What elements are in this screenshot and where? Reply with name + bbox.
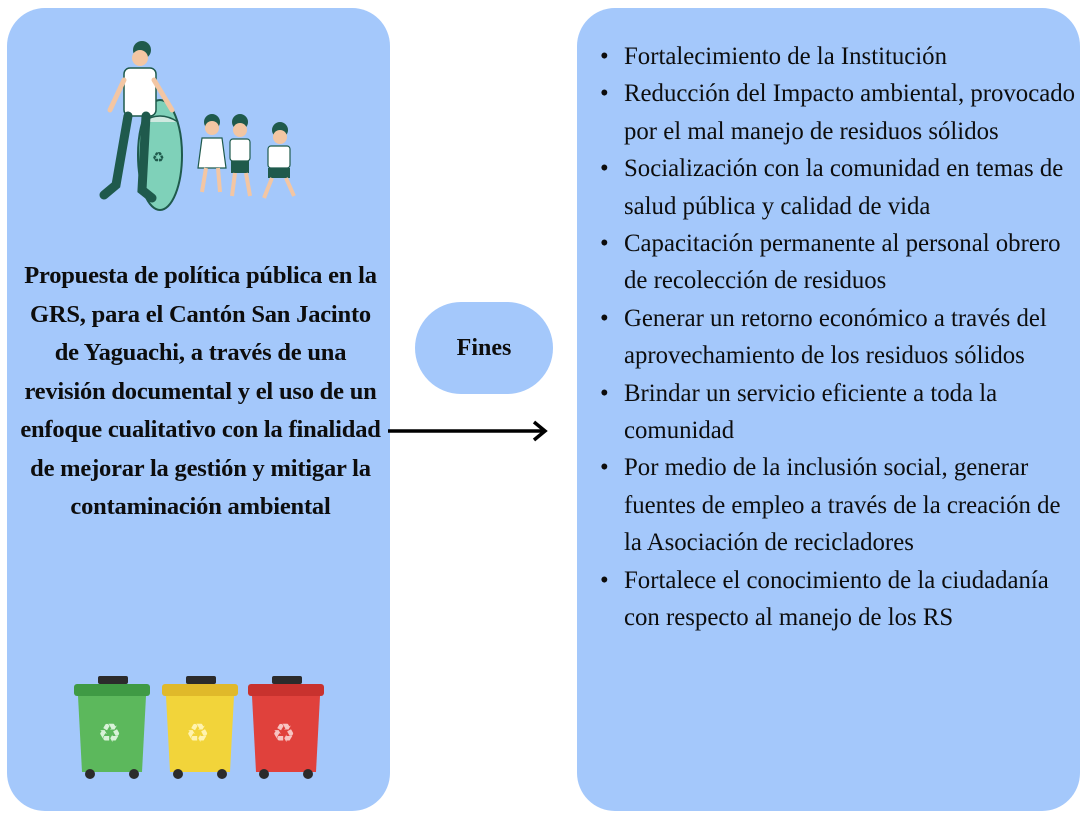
fines-list: • Fortalecimiento de la Institución • Redu… — [600, 38, 1078, 637]
list-item: • Socialización con la comunidad en temas… — [600, 150, 1078, 225]
yellow-bin: ♻ — [162, 676, 238, 779]
fine-text: Reducción del Impacto ambiental, provoca… — [624, 80, 1076, 145]
bullet-icon: • — [600, 80, 609, 108]
svg-text:♻: ♻ — [272, 719, 295, 748]
green-bin: ♻ — [74, 676, 150, 779]
fine-text: Capacitación permanente al personal obre… — [624, 230, 1061, 295]
list-item: • Fortalecimiento de la Institución — [600, 38, 1078, 75]
list-item: • Reducción del Impacto ambiental, provoc… — [600, 75, 1078, 150]
fine-text: Generar un retorno económico a través de… — [624, 304, 1047, 370]
svg-text:♻: ♻ — [98, 719, 121, 748]
list-item: • Por medio de la inclusión social, gener… — [600, 449, 1078, 561]
bullet-icon: • — [600, 155, 609, 183]
fines-label: Fines — [456, 334, 512, 361]
fine-text: Fortalece el conocimiento de la ciudadan… — [624, 566, 1049, 632]
bullet-icon: • — [600, 43, 609, 70]
fine-text: Por medio de la inclusión social, genera… — [624, 454, 1061, 557]
bullet-icon: • — [600, 379, 609, 407]
list-item: • Generar un retorno económico a través d… — [600, 300, 1078, 375]
list-item: • Capacitación permanente al personal obr… — [600, 225, 1078, 300]
fine-text: Socialización con la comunidad en temas … — [624, 155, 1064, 220]
fine-text: Fortalecimiento de la Institución — [624, 43, 947, 70]
recycle-bins-icon: ♻ ♻ ♻ — [74, 676, 324, 779]
bullet-icon: • — [600, 566, 609, 594]
bullet-icon: • — [600, 454, 609, 482]
svg-text:♻: ♻ — [186, 719, 209, 748]
fines-bubble: Fines — [415, 302, 553, 394]
bullet-icon: • — [600, 230, 609, 258]
fines-panel — [577, 8, 1080, 811]
bullet-icon: • — [600, 304, 609, 332]
proposal-text: Propuesta de política pública en la GRS,… — [20, 262, 381, 520]
svg-text:♻: ♻ — [152, 151, 165, 166]
recycling-family-illustration: ♻ — [99, 41, 296, 211]
list-item: • Brindar un servicio eficiente a toda la… — [600, 375, 1078, 450]
fine-text: Brindar un servicio eficiente a toda la … — [624, 379, 998, 445]
arrow-right-icon — [388, 420, 548, 442]
red-bin: ♻ — [248, 676, 324, 779]
list-item: • Fortalece el conocimiento de la ciudada… — [600, 562, 1078, 637]
